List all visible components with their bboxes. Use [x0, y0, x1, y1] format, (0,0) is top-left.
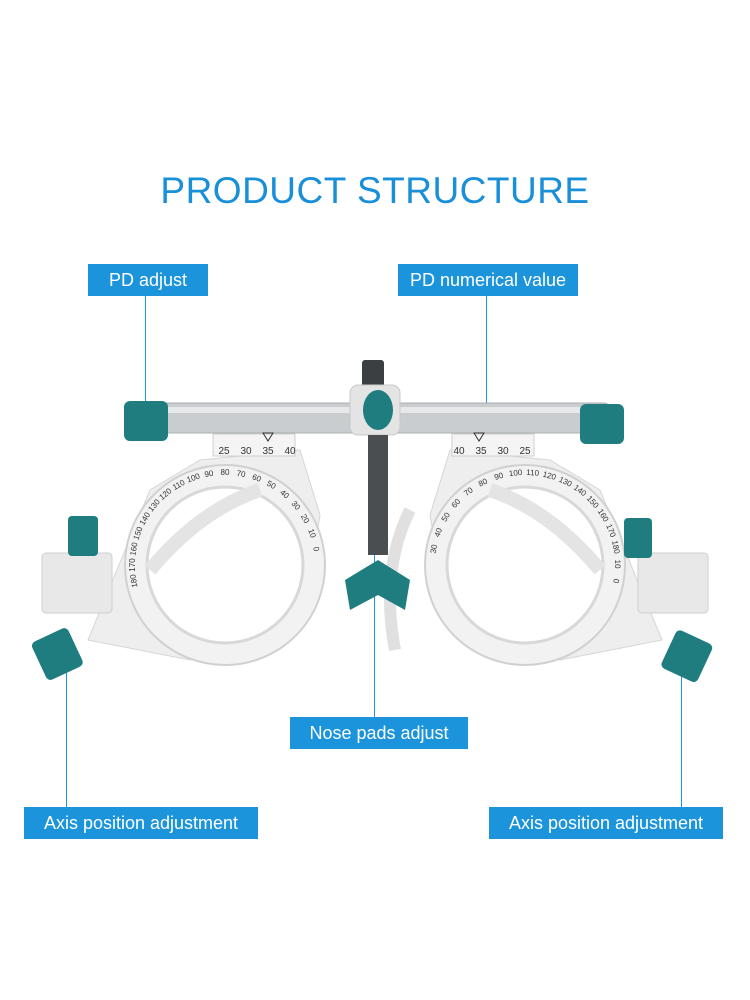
left-axis-knob — [31, 628, 83, 680]
pd-adjust-leader-line — [145, 296, 146, 406]
pd-scale-tick-label: 30 — [497, 446, 509, 457]
pd-value-label: PD numerical value — [398, 264, 578, 296]
axis-scale-tick-label: 110 — [526, 468, 540, 478]
right-pd-knob — [580, 404, 624, 444]
pd-scale-tick-label: 40 — [453, 446, 465, 457]
axis-right-label: Axis position adjustment — [489, 807, 723, 839]
axis-right-leader-line — [681, 673, 682, 807]
axis-scale-tick-label: 60 — [251, 472, 263, 484]
left-pd-marker — [262, 432, 274, 442]
pd-adjust-label: PD adjust — [88, 264, 208, 296]
axis-scale-tick-label: 90 — [493, 471, 505, 482]
axis-scale-tick-label: 120 — [542, 470, 558, 482]
pd-scale-tick-label: 25 — [519, 446, 531, 457]
nose-rack — [368, 435, 388, 555]
right-axis-knob-top — [624, 518, 652, 558]
pd-scale-tick-label: 40 — [284, 446, 296, 457]
axis-left-leader-line — [66, 670, 67, 807]
nose-pads — [345, 560, 410, 610]
axis-left-label: Axis position adjustment — [24, 807, 258, 839]
pd-scale-tick-label: 30 — [240, 446, 252, 457]
axis-scale-tick-label: 80 — [477, 476, 490, 488]
axis-scale-tick-label: 80 — [221, 468, 230, 477]
right-pd-scale: 40 35 30 25 — [453, 446, 531, 457]
axis-scale-tick-label: 180 — [128, 573, 139, 588]
pd-scale-tick-label: 35 — [262, 446, 274, 457]
axis-scale-tick-label: 40 — [433, 526, 445, 538]
axis-scale-tick-label: 180 — [610, 540, 622, 555]
axis-scale-tick-label: 70 — [236, 469, 247, 480]
nose-pads-label: Nose pads adjust — [290, 717, 468, 749]
left-axis-block — [41, 552, 113, 614]
axis-scale-tick-label: 10 — [306, 528, 318, 540]
right-axis-block — [637, 552, 709, 614]
left-pd-knob — [124, 401, 168, 441]
axis-scale-tick-label: 10 — [613, 560, 622, 570]
right-pd-marker — [473, 432, 485, 442]
right-lens-holder — [424, 433, 663, 666]
axis-scale-tick-label: 100 — [508, 468, 523, 478]
bridge-knob — [363, 390, 393, 430]
axis-scale-tick-label: 0 — [311, 546, 321, 552]
axis-scale-tick-label: 0 — [611, 578, 621, 584]
left-axis-knob-top — [68, 516, 98, 556]
left-lens-holder — [87, 433, 326, 666]
axis-scale-tick-label: 90 — [204, 469, 215, 480]
left-pd-scale: 25 30 35 40 — [218, 446, 296, 457]
nose-pads-leader-line — [374, 548, 375, 717]
axis-scale-tick-label: 100 — [186, 471, 202, 484]
page-title: PRODUCT STRUCTURE — [160, 170, 590, 211]
axis-scale-tick-label: 30 — [429, 543, 440, 554]
axis-scale-tick-label: 150 — [132, 525, 145, 541]
pd-scale-tick-label: 25 — [218, 446, 230, 457]
axis-scale-tick-label: 170 — [128, 558, 137, 572]
right-axis-knob — [661, 630, 713, 683]
pd-scale-tick-label: 35 — [475, 446, 487, 457]
axis-scale-tick-label: 160 — [128, 541, 139, 556]
pd-value-leader-line — [486, 296, 487, 430]
